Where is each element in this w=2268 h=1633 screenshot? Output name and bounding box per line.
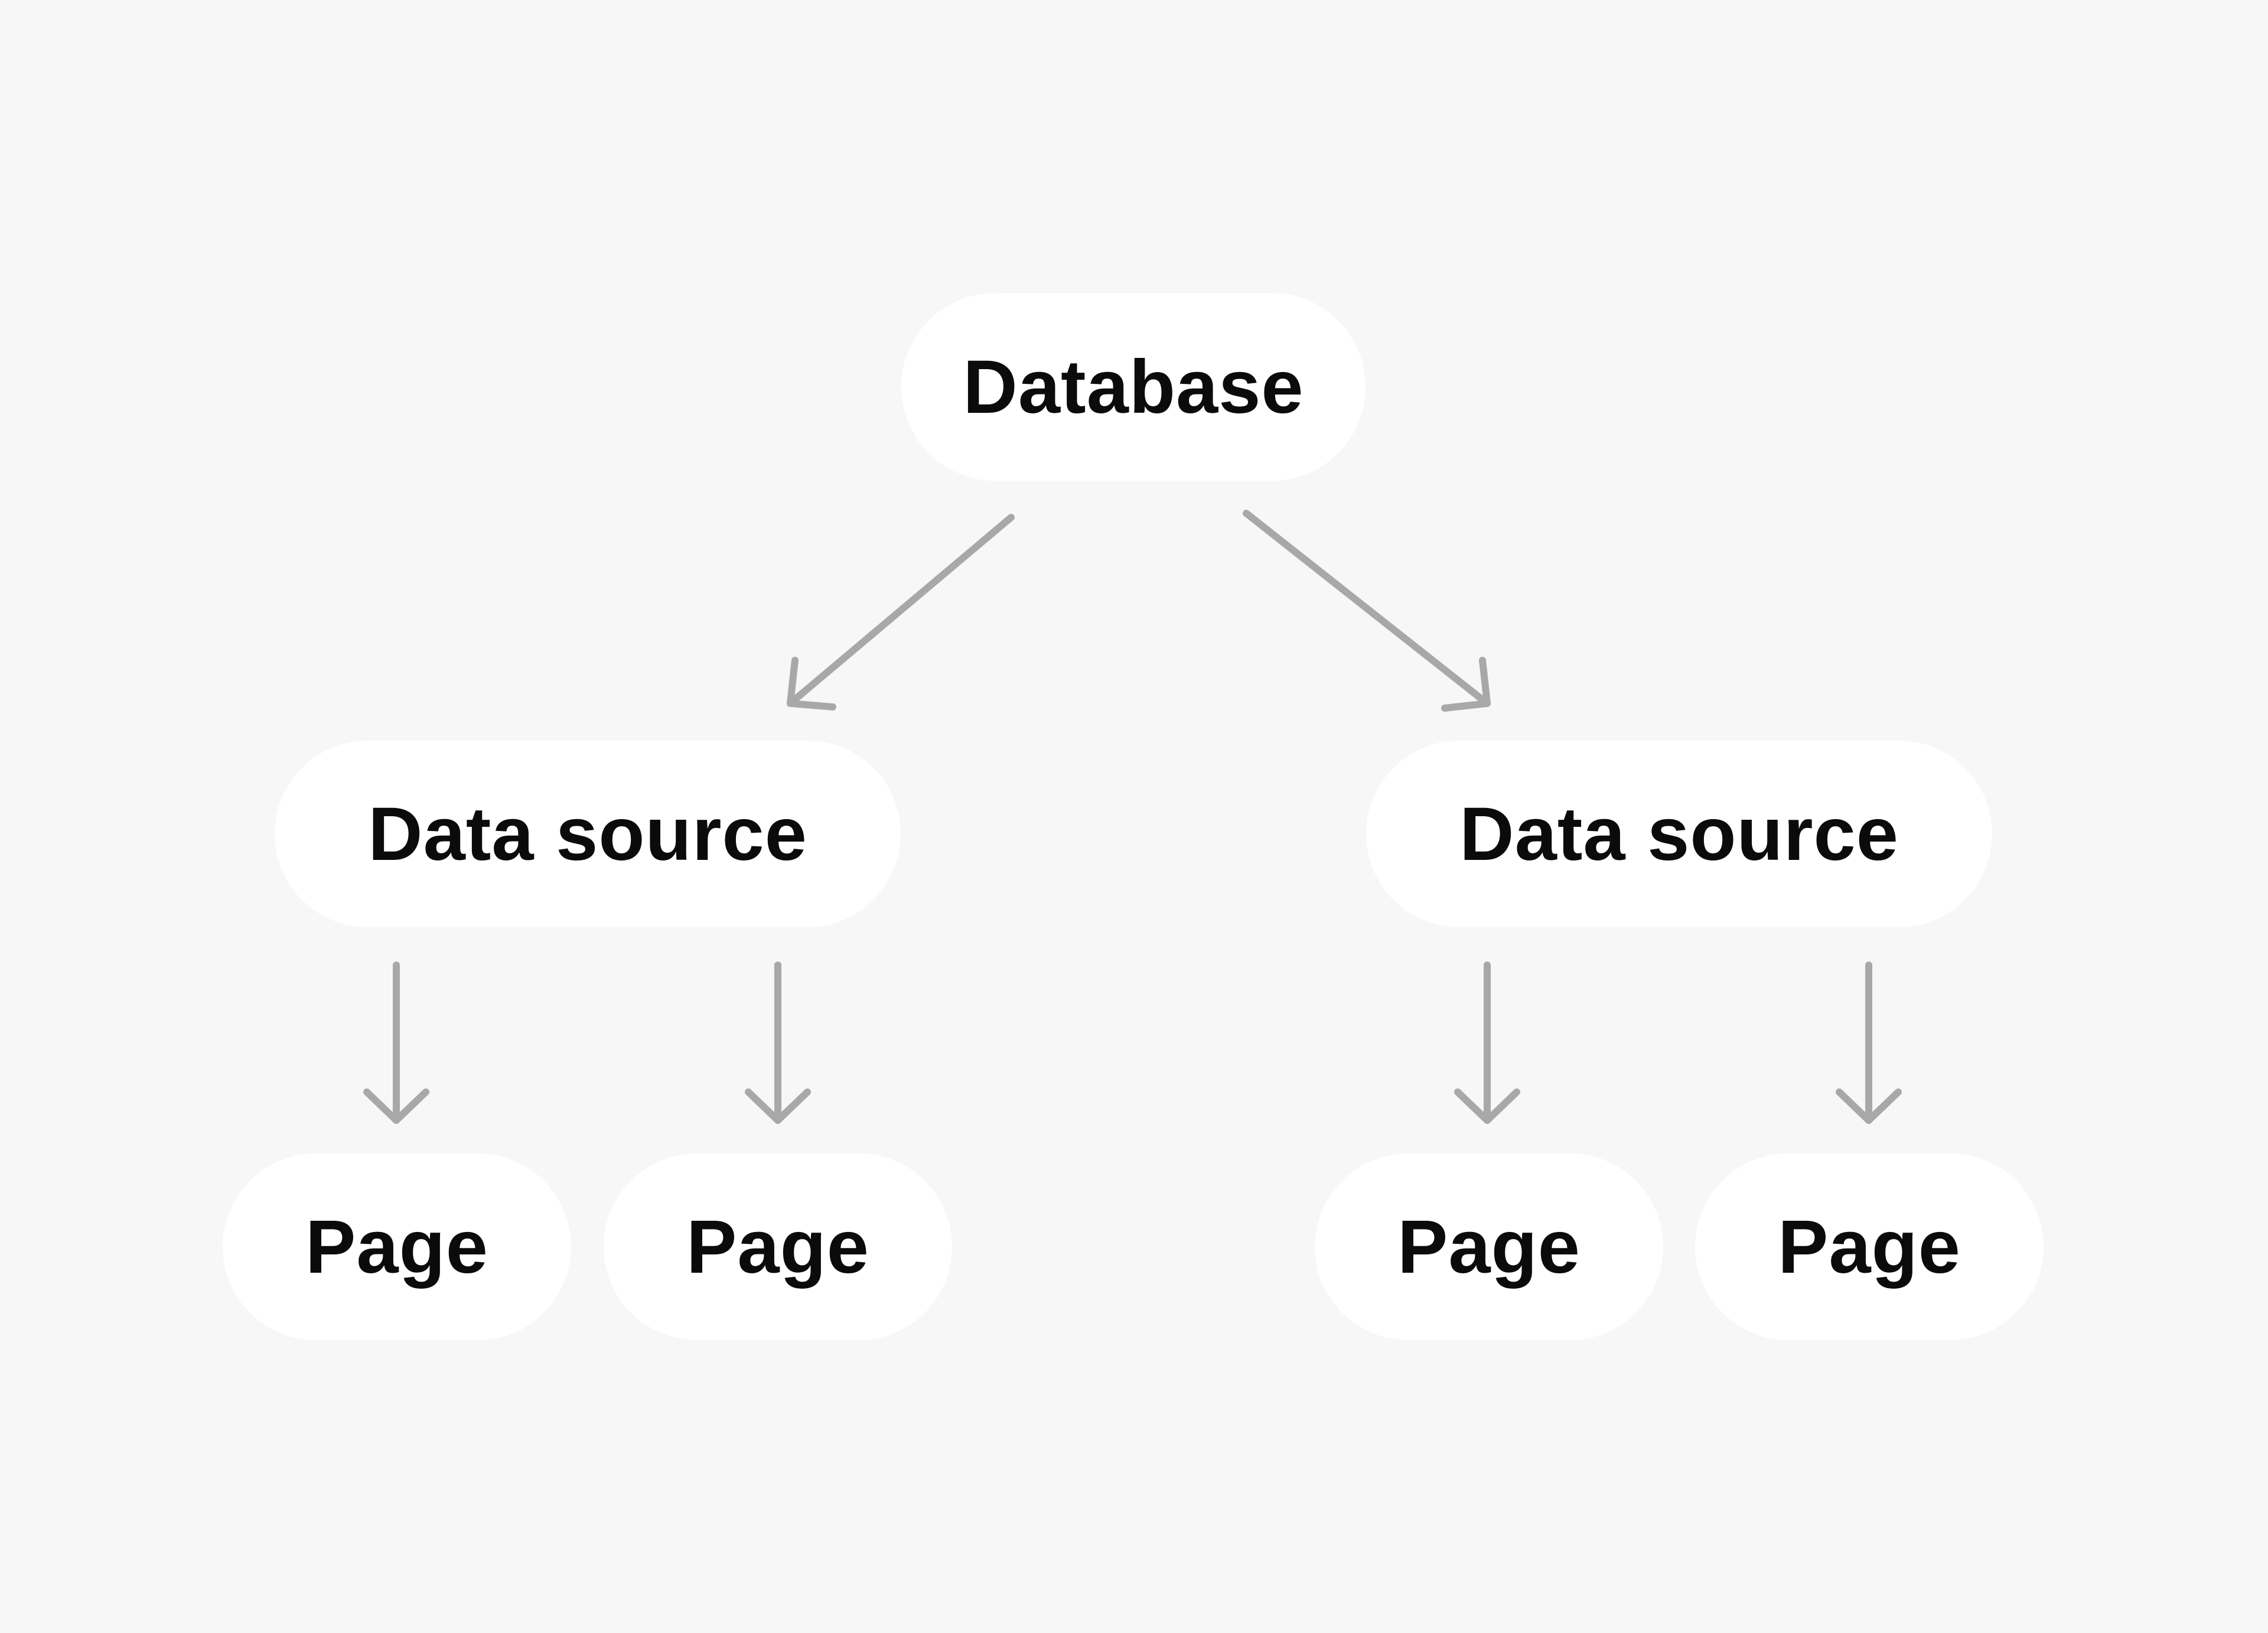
arrow-down-icon — [1454, 961, 1520, 1124]
data-source-node-right: Data source — [1366, 741, 1992, 927]
page-label: Page — [1778, 1204, 1961, 1289]
database-label: Database — [963, 344, 1304, 429]
page-node: Page — [1695, 1153, 2044, 1340]
arrow-down-icon — [1836, 961, 1902, 1124]
arrow-down-icon — [363, 961, 429, 1124]
page-label: Page — [686, 1204, 869, 1289]
arrow-down-left-icon — [787, 514, 1015, 710]
data-source-label: Data source — [368, 791, 807, 876]
arrow-down-right-icon — [1243, 510, 1491, 712]
data-source-node-left: Data source — [275, 741, 901, 927]
data-source-label: Data source — [1459, 791, 1899, 876]
page-node: Page — [1315, 1153, 1663, 1340]
page-label: Page — [1397, 1204, 1581, 1289]
database-node: Database — [901, 293, 1366, 481]
arrow-down-icon — [745, 961, 811, 1124]
page-node: Page — [604, 1153, 952, 1340]
page-node: Page — [223, 1153, 571, 1340]
page-label: Page — [305, 1204, 488, 1289]
